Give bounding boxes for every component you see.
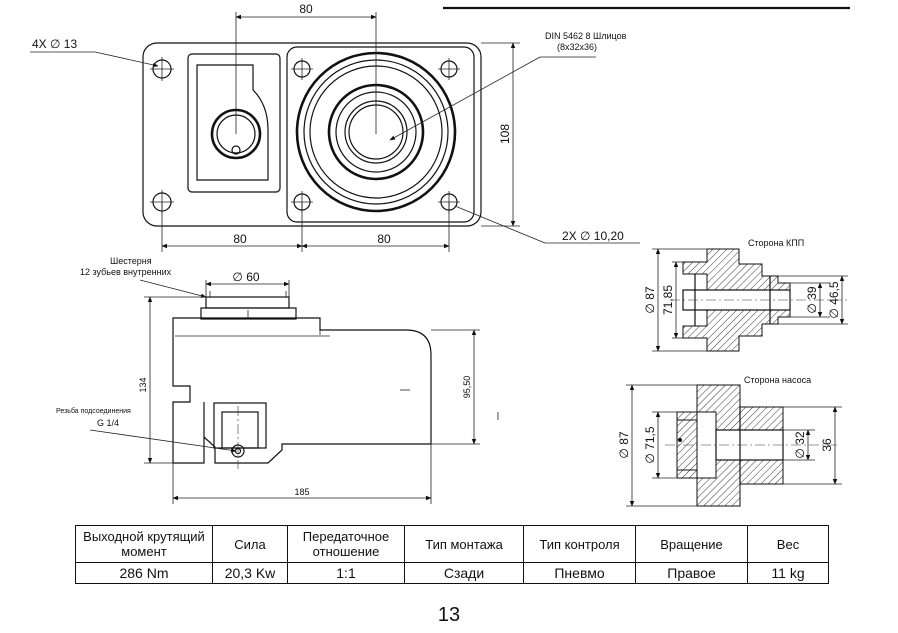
- dim-bottom-left: 80: [233, 232, 247, 246]
- header-mounting: Тип монтажа: [404, 525, 524, 563]
- value-power: 20,3 Kw: [212, 562, 288, 584]
- gearbox-dim-outer: ∅ 87: [643, 286, 657, 313]
- value-weight: 11 kg: [747, 562, 829, 584]
- header-power: Сила: [212, 525, 288, 563]
- pump-side-title: Сторона насоса: [744, 375, 811, 385]
- header-torque: Выходной крутящий момент: [75, 525, 213, 563]
- dim-top: 80: [299, 2, 313, 16]
- gearbox-side-title: Сторона КПП: [748, 238, 804, 248]
- thread-label: Резьба подсоединения: [56, 407, 131, 415]
- dim-length: 185: [294, 487, 309, 497]
- pump-dim-71: ∅ 71,5: [643, 426, 657, 463]
- dim-height: 108: [498, 124, 512, 144]
- gearbox-dim-46: ∅ 46,5: [827, 281, 841, 318]
- top-view: 80 4X ∅ 13 DIN 5462 8 Шлицов (8x32x36) 1…: [30, 2, 640, 252]
- gearbox-dim-71: 71,85: [661, 285, 675, 315]
- dim-bottom-right: 80: [377, 232, 391, 246]
- dim-side-height-right: 95,50: [462, 376, 472, 399]
- header-ratio: Передаточное отношение: [287, 525, 405, 563]
- value-ratio: 1:1: [287, 562, 405, 584]
- value-torque: 286 Nm: [75, 562, 213, 584]
- holes-label: 4X ∅ 13: [32, 37, 77, 51]
- spline-label: DIN 5462 8 Шлицов: [545, 31, 627, 41]
- gearbox-dim-39: ∅ 39: [805, 286, 819, 313]
- value-mounting: Сзади: [404, 562, 524, 584]
- header-weight: Вес: [747, 525, 829, 563]
- gearbox-side-section: Сторона КПП ∅ 87 71,85 ∅ 39 ∅ 46,5: [643, 238, 850, 352]
- specs-header-row: Выходной крутящий момент Сила Передаточн…: [75, 525, 829, 563]
- thread-size: G 1/4: [97, 418, 119, 428]
- page-number: 13: [437, 604, 461, 626]
- value-rotation: Правое: [635, 562, 748, 584]
- pump-dim-32: ∅ 32: [793, 431, 807, 458]
- header-rotation: Вращение: [635, 525, 748, 563]
- technical-drawing: 80 4X ∅ 13 DIN 5462 8 Шлицов (8x32x36) 1…: [30, 2, 850, 507]
- bolt-hole: [438, 58, 460, 80]
- dim-gear-dia: ∅ 60: [232, 270, 259, 284]
- spline-size: (8x32x36): [557, 42, 597, 52]
- pump-dim-36: 36: [820, 438, 834, 452]
- dim-side-height: 134: [138, 377, 148, 392]
- pump-side-section: Сторона насоса ∅ 87 ∅ 71,5 ∅ 32 36: [617, 375, 842, 507]
- pump-dim-outer: ∅ 87: [617, 431, 631, 458]
- pin-holes-label: 2X ∅ 10,20: [562, 229, 624, 243]
- specs-table: Выходной крутящий момент Сила Передаточн…: [75, 525, 829, 584]
- value-control: Пневмо: [523, 562, 636, 584]
- bolt-hole: [150, 57, 174, 81]
- specs-value-row: 286 Nm 20,3 Kw 1:1 Сзади Пневмо Правое 1…: [75, 562, 829, 584]
- gear-label: Шестерня: [110, 256, 152, 266]
- header-control: Тип контроля: [523, 525, 636, 563]
- side-view: Шестерня 12 зубьев внутренних ∅ 60 134 Р…: [56, 256, 499, 504]
- gear-teeth-label: 12 зубьев внутренних: [80, 267, 172, 277]
- bolt-hole: [291, 58, 313, 80]
